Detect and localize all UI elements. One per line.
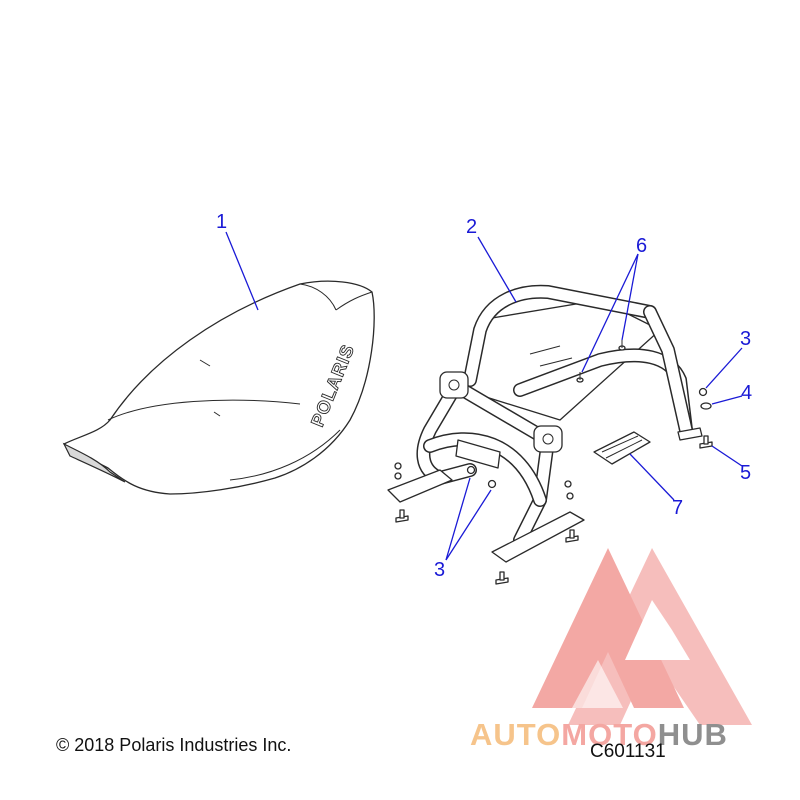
rack-frame <box>387 284 703 563</box>
bolt <box>395 509 409 523</box>
leader-lines <box>225 231 743 561</box>
washer <box>700 402 712 410</box>
nut <box>466 465 476 475</box>
watermark-hub: HUB <box>657 717 728 752</box>
watermark-auto: AUTO <box>470 717 562 752</box>
watermark-moto: MOTO <box>561 717 658 752</box>
copyright-notice: © 2018 Polaris Industries Inc. <box>56 735 292 755</box>
nut <box>394 462 402 480</box>
bolt <box>495 571 509 585</box>
bolt <box>565 529 579 543</box>
callout-2: 2 <box>466 216 477 238</box>
callout-5: 5 <box>740 462 751 484</box>
callout-6: 6 <box>636 235 647 257</box>
watermark-logo <box>532 548 752 725</box>
bolt <box>699 435 713 449</box>
pin <box>576 372 584 383</box>
watermark-text: AUTOMOTOHUB <box>470 717 728 753</box>
drawing-code: C601131 <box>590 741 666 762</box>
nut <box>487 479 497 489</box>
callout-7: 7 <box>672 497 683 519</box>
seat-assembly: POLARIS <box>62 280 375 495</box>
callout-4: 4 <box>741 382 752 404</box>
callout-3-lower: 3 <box>434 559 445 581</box>
bracket-plate <box>593 431 651 465</box>
callout-1: 1 <box>216 211 227 233</box>
callout-3-upper: 3 <box>740 328 751 350</box>
nut <box>698 387 708 397</box>
nut <box>564 480 574 500</box>
pin <box>618 340 626 351</box>
callout-labels: 1 2 3 3 4 5 6 7 <box>216 211 752 581</box>
hardware <box>394 340 713 585</box>
